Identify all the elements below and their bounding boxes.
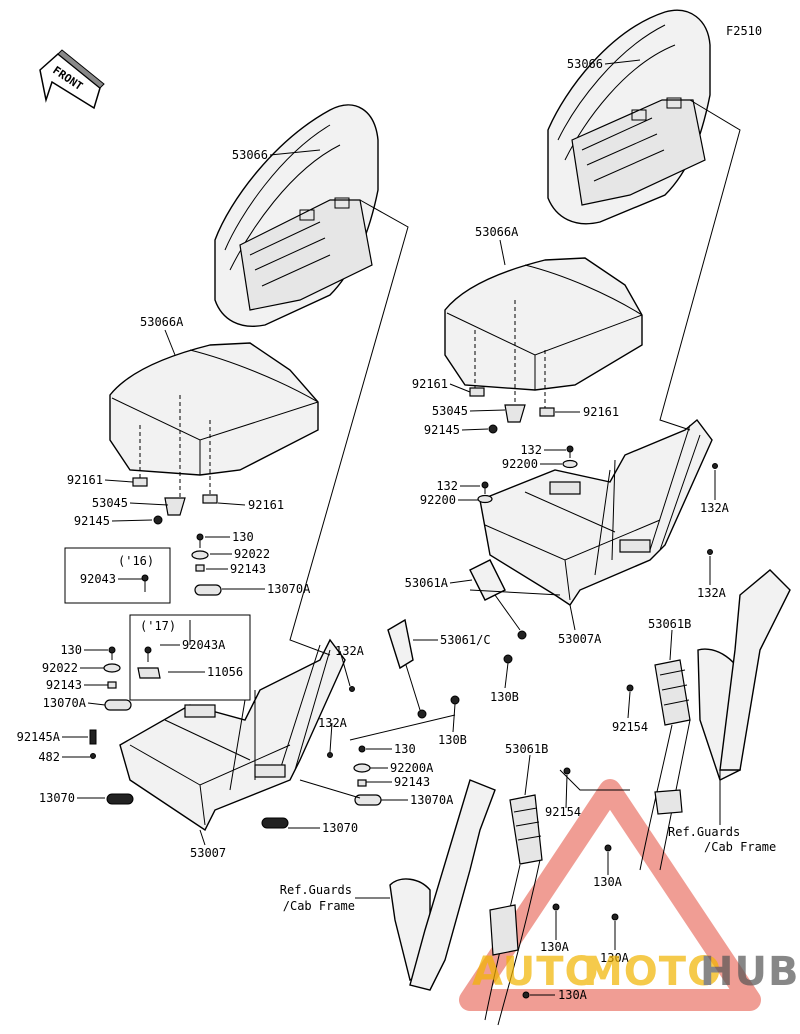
label-year-16: ('16) [118,554,154,568]
small-hardware [89,445,718,787]
label-53007: 53007 [190,846,226,860]
label-92200A: 92200A [390,761,434,775]
watermark-moto: MOTO [583,949,722,995]
label-92043A: 92043A [182,638,226,652]
seat-belt-left-assembly [389,767,571,1026]
label-130A-a: 130A [593,875,623,889]
label-132A-c: 132A [700,501,730,515]
label-132-a: 132 [520,443,542,457]
label-92145A: 92145A [17,730,61,744]
seat-belt-right-assembly [604,569,791,921]
label-92022-b: 92022 [42,661,78,675]
label-482: 482 [38,750,60,764]
label-130A-b: 130A [540,940,570,954]
label-53066-left: 53066 [232,148,268,162]
label-53066-right: 53066 [567,57,603,71]
seat-brackets [132,387,555,525]
seat-frame-right [479,418,713,606]
part-labels: F2510 53066 53066 53066A 53066A 92161 92… [17,24,777,1002]
label-ref-left-2: /Cab Frame [283,899,355,913]
seat-back-right [547,9,711,225]
label-53066A-left: 53066A [140,315,184,329]
label-92143-a: 92143 [230,562,266,576]
label-53061A: 53061A [405,576,449,590]
label-53045-left: 53045 [92,496,128,510]
label-ref-left-1: Ref.Guards [280,883,352,897]
label-92145-right: 92145 [424,423,460,437]
label-53007A: 53007A [558,632,602,646]
seat-frame-left [119,638,346,832]
label-13070-a: 13070 [39,791,75,805]
label-130-b: 130 [60,643,82,657]
label-130B-a: 130B [490,690,519,704]
seat-back-left [214,104,379,327]
label-92161-la: 92161 [67,473,103,487]
label-92161-lb: 92161 [248,498,284,512]
watermark-hub: HUB [700,949,799,995]
label-53061C: 53061/C [440,633,491,647]
label-92200-a: 92200 [502,457,538,471]
label-92022-a: 92022 [234,547,270,561]
year-variant-boxes [64,547,251,701]
label-ref-right-2: /Cab Frame [704,840,776,854]
assembly-dashed-lines [139,300,546,510]
label-92143-b: 92143 [46,678,82,692]
label-ref-right-1: Ref.Guards [668,825,740,839]
label-13070A-c: 13070A [410,793,454,807]
label-53061B-a: 53061B [648,617,691,631]
label-130-a: 130 [232,530,254,544]
label-92143-c: 92143 [394,775,430,789]
figure-code: F2510 [726,24,762,38]
label-13070A-b: 13070A [43,696,87,710]
label-130A-c: 130A [600,951,630,965]
watermark-auto: AUTO [472,949,600,995]
label-13070A-a: 13070A [267,582,311,596]
label-132A-a: 132A [335,644,365,658]
label-92161-ra: 92161 [412,377,448,391]
label-130B-b: 130B [438,733,467,747]
label-53061B-b: 53061B [505,742,548,756]
watermark-text: AUTO MOTO HUB [472,949,799,995]
label-53066A-right: 53066A [475,225,519,239]
label-132-b: 132 [436,479,458,493]
seat-cushion-right [444,257,643,391]
label-92154-a: 92154 [612,720,648,734]
seat-cushion-left [109,342,319,476]
rubber-pads [104,584,382,829]
label-130-c: 130 [394,742,416,756]
label-92154-b: 92154 [545,805,581,819]
label-132A-d: 132A [697,586,727,600]
label-92145-left: 92145 [74,514,110,528]
label-92161-rb: 92161 [583,405,619,419]
watermark-triangle-logo [459,779,761,1011]
label-53045-right: 53045 [432,404,468,418]
label-132A-b: 132A [318,716,348,730]
belt-buckles [387,559,527,719]
label-13070-b: 13070 [322,821,358,835]
label-year-17: ('17) [140,619,176,633]
label-130A-d: 130A [558,988,588,1002]
label-leaders [62,59,721,996]
label-11056: 11056 [207,665,243,679]
front-direction-arrow: FRONT [39,49,105,110]
label-92200-b: 92200 [420,493,456,507]
label-92043: 92043 [80,572,116,586]
